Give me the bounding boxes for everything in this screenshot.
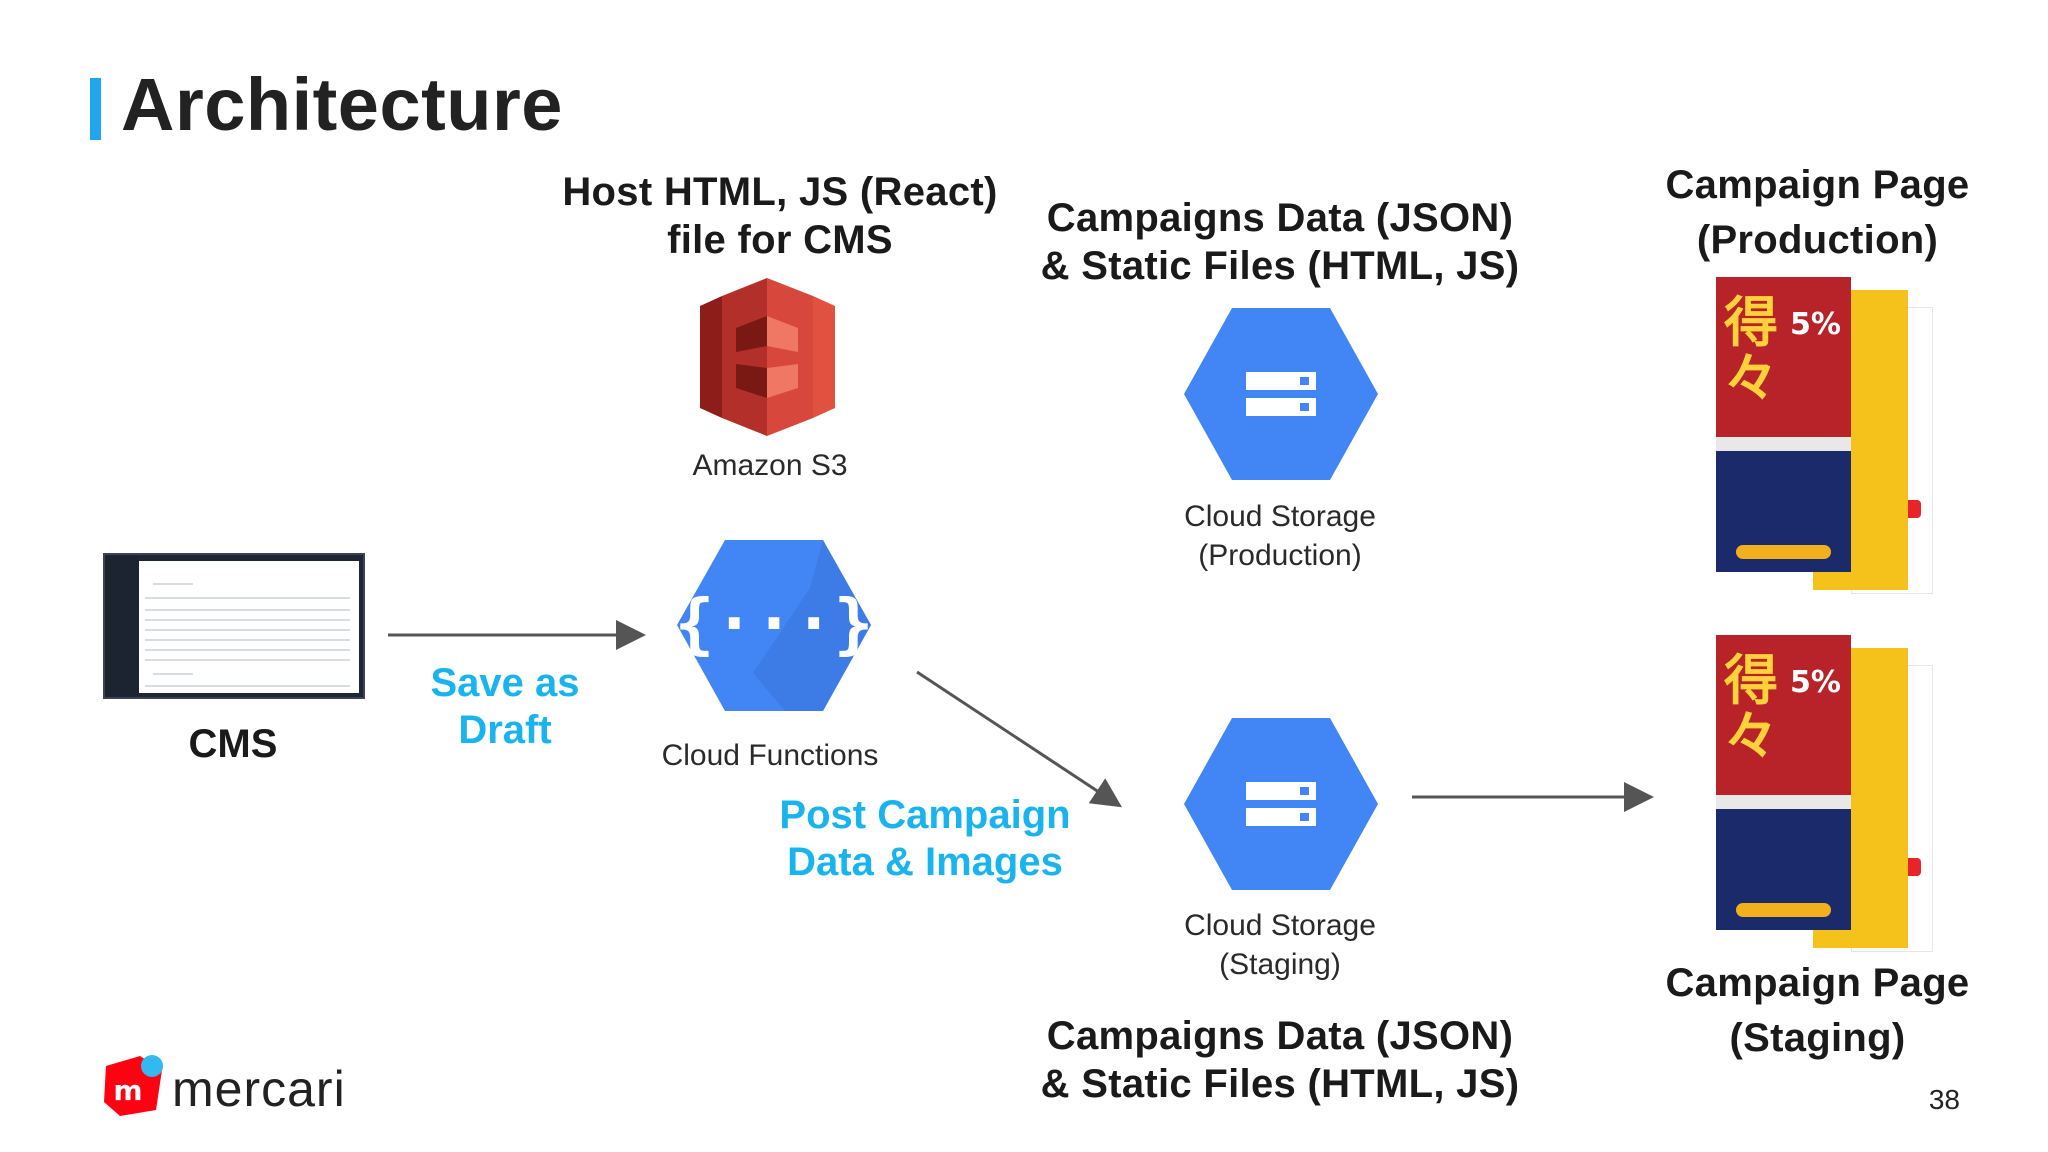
- cms-screenshot: [103, 553, 365, 699]
- arrow-functions-to-staging: [916, 670, 1123, 808]
- svg-text:{···}: {···}: [675, 585, 873, 662]
- save-draft-label: Save as Draft: [430, 661, 580, 752]
- cms-label: CMS: [188, 722, 278, 766]
- storage-staging-heading: Campaigns Data (JSON) & Static Files (HT…: [1040, 1014, 1520, 1106]
- cloud-storage-staging-icon: [1184, 718, 1378, 890]
- campaign-page-production-heading: Campaign Page (Production): [1665, 163, 1970, 262]
- cloud-functions-icon: {···}: [675, 540, 873, 711]
- campaign-page-staging-heading: Campaign Page (Staging): [1665, 961, 1970, 1060]
- mercari-logo-icon: m: [104, 1055, 163, 1116]
- brand-name: mercari: [172, 1061, 346, 1117]
- cloud-storage-production-label: Cloud Storage (Production): [1184, 500, 1376, 572]
- storage-production-heading: Campaigns Data (JSON) & Static Files (HT…: [1040, 196, 1520, 288]
- svg-text:m: m: [113, 1074, 142, 1107]
- slide-title: Architecture: [121, 63, 563, 146]
- cloud-functions-label: Cloud Functions: [661, 739, 879, 772]
- cloud-storage-staging-label: Cloud Storage (Staging): [1184, 909, 1376, 981]
- cloud-storage-production-icon: [1184, 308, 1378, 480]
- campaign-page-production-thumbnail: 得々 5%: [1713, 275, 1943, 595]
- page-number: 38: [1928, 1084, 1960, 1115]
- s3-heading: Host HTML, JS (React) file for CMS: [562, 170, 998, 262]
- title-accent-bar: [90, 78, 101, 140]
- amazon-s3-icon: [700, 278, 835, 436]
- s3-label: Amazon S3: [692, 449, 848, 482]
- campaign-page-staging-thumbnail: 得々 5%: [1713, 633, 1943, 953]
- post-campaign-label: Post Campaign Data & Images: [779, 793, 1071, 884]
